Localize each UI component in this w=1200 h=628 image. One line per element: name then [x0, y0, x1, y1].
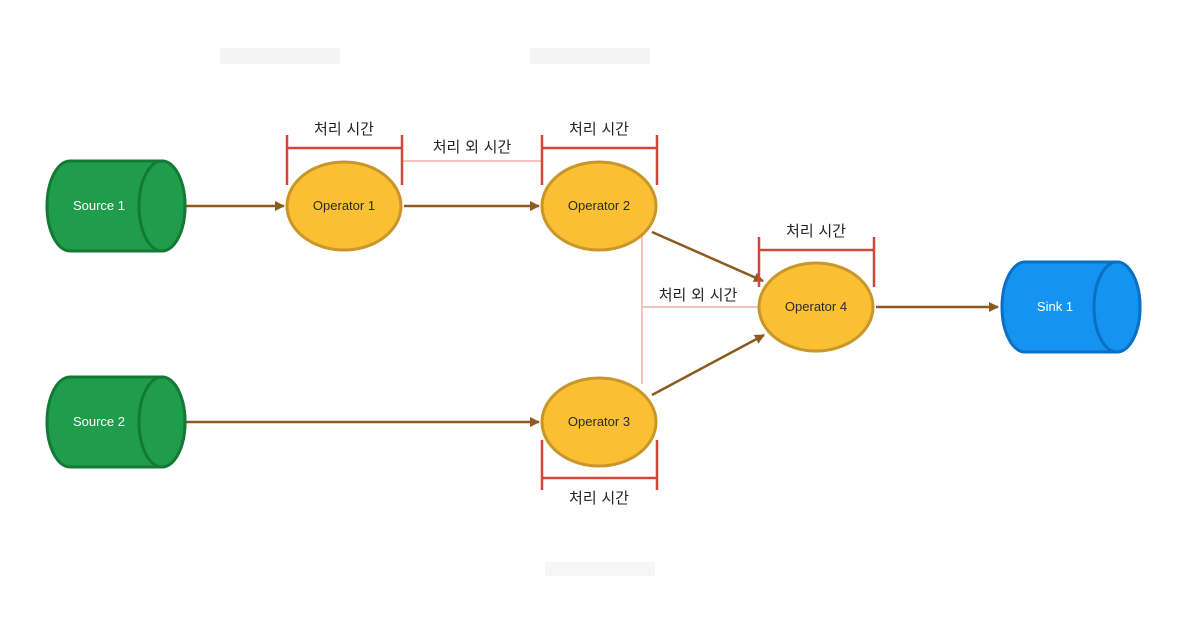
arrows [186, 201, 999, 427]
arrow-op2-op4 [651, 230, 764, 283]
operator-2-label: Operator 2 [568, 198, 630, 213]
operator-1-label: Operator 1 [313, 198, 375, 213]
operator-1-shape [285, 160, 403, 252]
operator-2-shape [540, 160, 658, 252]
source-2-node: Source 2 [45, 375, 187, 469]
arrow-op3-op4 [651, 333, 765, 397]
processing-time-label-op4: 처리 시간 [786, 222, 846, 240]
non-processing-time-label-top: 처리 외 시간 [433, 138, 512, 156]
bracket-op2 [540, 135, 659, 185]
operator-3-label: Operator 3 [568, 414, 630, 429]
operator-2-node: Operator 2 [540, 160, 658, 252]
processing-brackets [285, 135, 876, 490]
sink-1-node: Sink 1 [1000, 260, 1142, 354]
bracket-op1 [285, 135, 404, 185]
soft-shadow [545, 562, 655, 576]
operator-4-label: Operator 4 [785, 299, 847, 314]
operator-1-node: Operator 1 [285, 160, 403, 252]
source-2-label: Source 2 [73, 414, 125, 429]
soft-shadow [530, 48, 650, 64]
soft-shadow [220, 48, 340, 64]
operator-3-node: Operator 3 [540, 376, 658, 468]
processing-time-label-op2: 처리 시간 [569, 120, 629, 138]
source-2-cap [137, 375, 187, 469]
processing-time-label-op3: 처리 시간 [569, 489, 629, 507]
processing-time-label-op1: 처리 시간 [314, 120, 374, 138]
operator-3-shape [540, 376, 658, 468]
operator-4-node: Operator 4 [757, 261, 875, 353]
source-1-node: Source 1 [45, 159, 187, 253]
source-1-label: Source 1 [73, 198, 125, 213]
bracket-op4 [757, 237, 876, 287]
bracket-op3 [540, 440, 659, 490]
sink-1-cap [1092, 260, 1142, 354]
sink-1-label: Sink 1 [1037, 299, 1073, 314]
source-1-cap [137, 159, 187, 253]
operator-4-shape [757, 261, 875, 353]
non-processing-guides [402, 160, 758, 384]
non-processing-time-label-middle: 처리 외 시간 [659, 286, 738, 304]
